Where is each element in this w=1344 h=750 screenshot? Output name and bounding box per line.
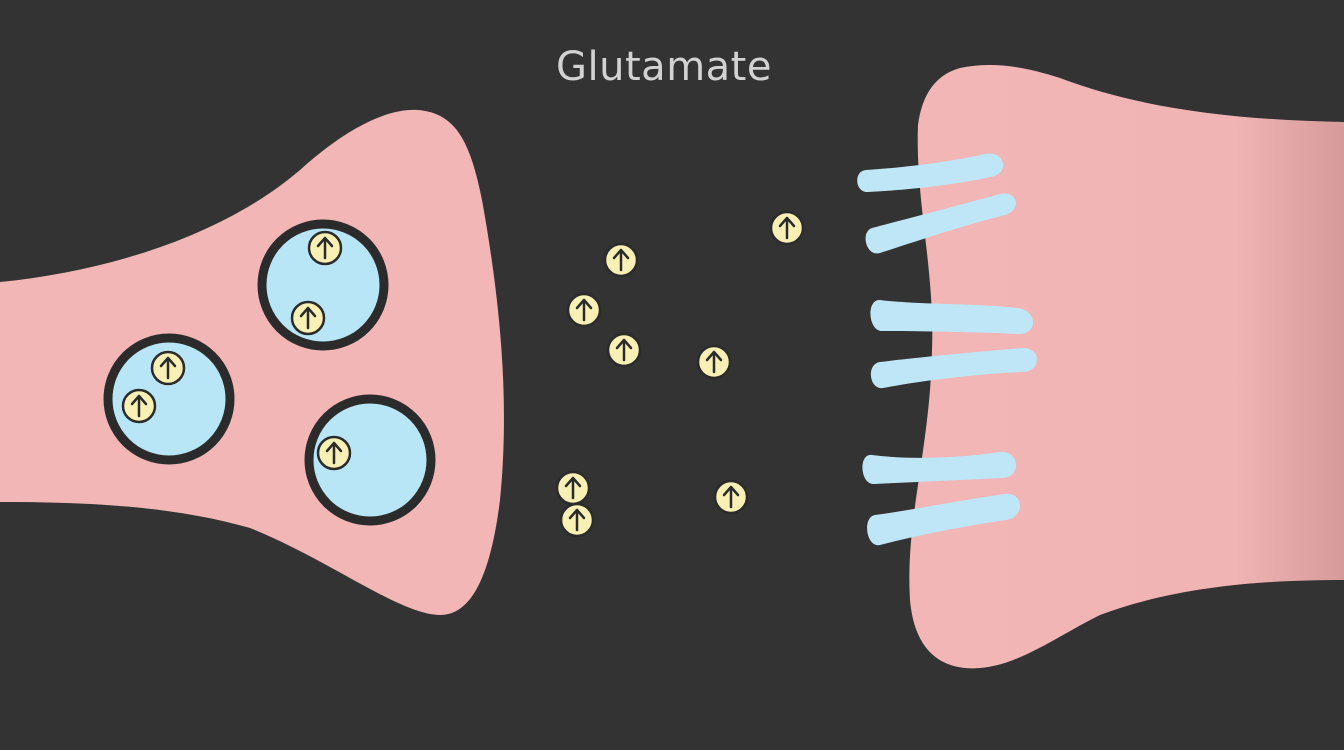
glutamate-molecule-icon [566,292,602,328]
glutamate-molecule-icon [559,502,595,538]
glutamate-molecule-icon [606,332,642,368]
receptor [865,193,1016,254]
vesicle [304,394,436,526]
glutamate-molecule-icon [307,230,343,266]
glutamate-molecule-icon [121,388,157,424]
diagram-title: Glutamate [556,44,772,90]
receptor [857,153,1004,193]
receptor [867,493,1021,546]
glutamate-molecule-icon [713,479,749,515]
glutamate-molecule-icon [150,350,186,386]
glutamate-molecule-icon [769,210,805,246]
glutamate-molecule-icon [316,435,352,471]
glutamate-molecule-icon [603,242,639,278]
receptor [870,299,1033,335]
presynaptic-terminal [0,109,504,616]
glutamate-molecule-icon [290,300,326,336]
receptor [862,451,1017,485]
vesicle [103,333,235,465]
postsynaptic-terminal [909,65,1344,669]
glutamate-molecule-icon [696,344,732,380]
glutamate-molecule-icon [555,470,591,506]
receptor [870,347,1037,389]
